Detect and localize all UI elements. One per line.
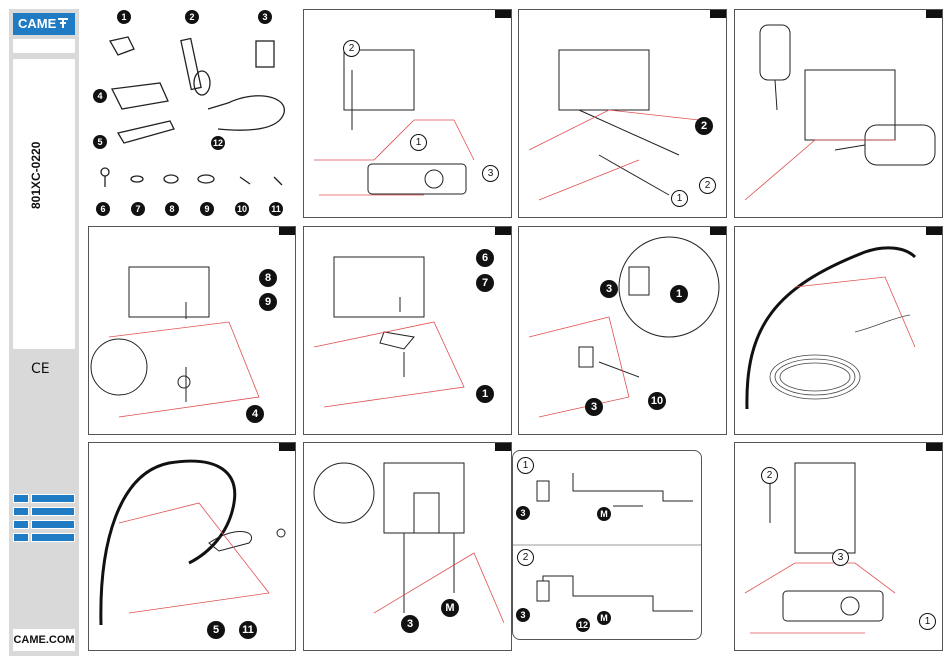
wiring-motor-label: M [597,611,611,625]
part-number-12: 12 [211,136,225,150]
step-2-part-number: 2 [695,117,713,135]
brand-mark-icon [56,16,70,30]
step-panel-6: 3 1 3 10 [518,226,727,435]
sidebar: CAME 801XC-0220 CE CAME.COM [9,9,79,656]
sidebar-panel [13,59,75,349]
step-panel-1: 2 1 3 [303,9,512,218]
step-6-drawing [519,227,726,434]
flag-row [13,520,75,529]
part-number-3: 3 [258,10,272,24]
step-4-part-number: 4 [246,405,264,423]
flag-row [13,533,75,542]
wiring-option-label: 1 [517,457,534,474]
step-7-drawing [735,227,942,434]
wiring-part-label: 3 [516,608,530,622]
brand-name: CAME [18,16,56,31]
step-4-part-number: 8 [259,269,277,287]
step-5-part-number: 1 [476,385,494,403]
sidebar-strip [13,39,75,53]
document-code: 801XC-0220 [29,142,43,209]
website-link[interactable]: CAME.COM [13,629,75,651]
step-1-callout: 1 [410,134,427,151]
step-panel-7 [734,226,943,435]
step-8-drawing [89,443,295,650]
step-10-callout: 1 [919,613,936,630]
step-panel-9: 3 M [303,442,512,651]
part-number-2: 2 [185,10,199,24]
step-8-part-number: 11 [239,621,257,639]
flag-row [13,494,75,503]
step-1-callout: 3 [482,165,499,182]
step-1-callout: 2 [343,40,360,57]
part-number-6: 6 [96,202,110,216]
step-9-part-number: M [441,599,459,617]
parts-drawing [88,9,293,219]
step-10-callout: 2 [761,467,778,484]
step-panel-3 [734,9,943,218]
part-number-11: 11 [269,202,283,216]
part-number-4: 4 [93,89,107,103]
step-8-part-number: 5 [207,621,225,639]
step-panel-4: 8 9 4 [88,226,296,435]
wiring-motor-label: M [597,507,611,521]
step-6-part-number: 3 [600,280,618,298]
step-4-part-number: 9 [259,293,277,311]
part-number-8: 8 [165,202,179,216]
part-number-1: 1 [117,10,131,24]
flag-row [13,507,75,516]
step-10-callout: 3 [832,549,849,566]
step-3-drawing [735,10,942,217]
step-panel-10: 2 3 1 [734,442,943,651]
step-panel-2: 2 2 1 [518,9,727,218]
parts-list: 1 2 3 4 5 6 7 8 9 10 11 12 [88,9,293,219]
language-flags [13,494,75,546]
step-panel-8: 5 11 [88,442,296,651]
ce-mark: CE [31,361,50,377]
step-2-callout: 1 [671,190,688,207]
step-6-part-number: 10 [648,392,666,410]
came-logo: CAME [13,13,75,35]
step-5-part-number: 6 [476,249,494,267]
wiring-option-label: 2 [517,549,534,566]
step-5-part-number: 7 [476,274,494,292]
wiring-inset: 1 3 M 2 3 12 M [512,450,702,640]
step-4-drawing [89,227,295,434]
part-number-9: 9 [200,202,214,216]
step-1-drawing [304,10,511,217]
step-2-callout: 2 [699,177,716,194]
part-number-7: 7 [131,202,145,216]
step-6-part-number: 3 [585,398,603,416]
wiring-cable-label: 12 [576,618,590,632]
step-6-part-number: 1 [670,285,688,303]
part-number-5: 5 [93,135,107,149]
step-panel-5: 6 7 1 [303,226,512,435]
step-2-drawing [519,10,726,217]
wiring-part-label: 3 [516,506,530,520]
part-number-10: 10 [235,202,249,216]
step-9-part-number: 3 [401,615,419,633]
